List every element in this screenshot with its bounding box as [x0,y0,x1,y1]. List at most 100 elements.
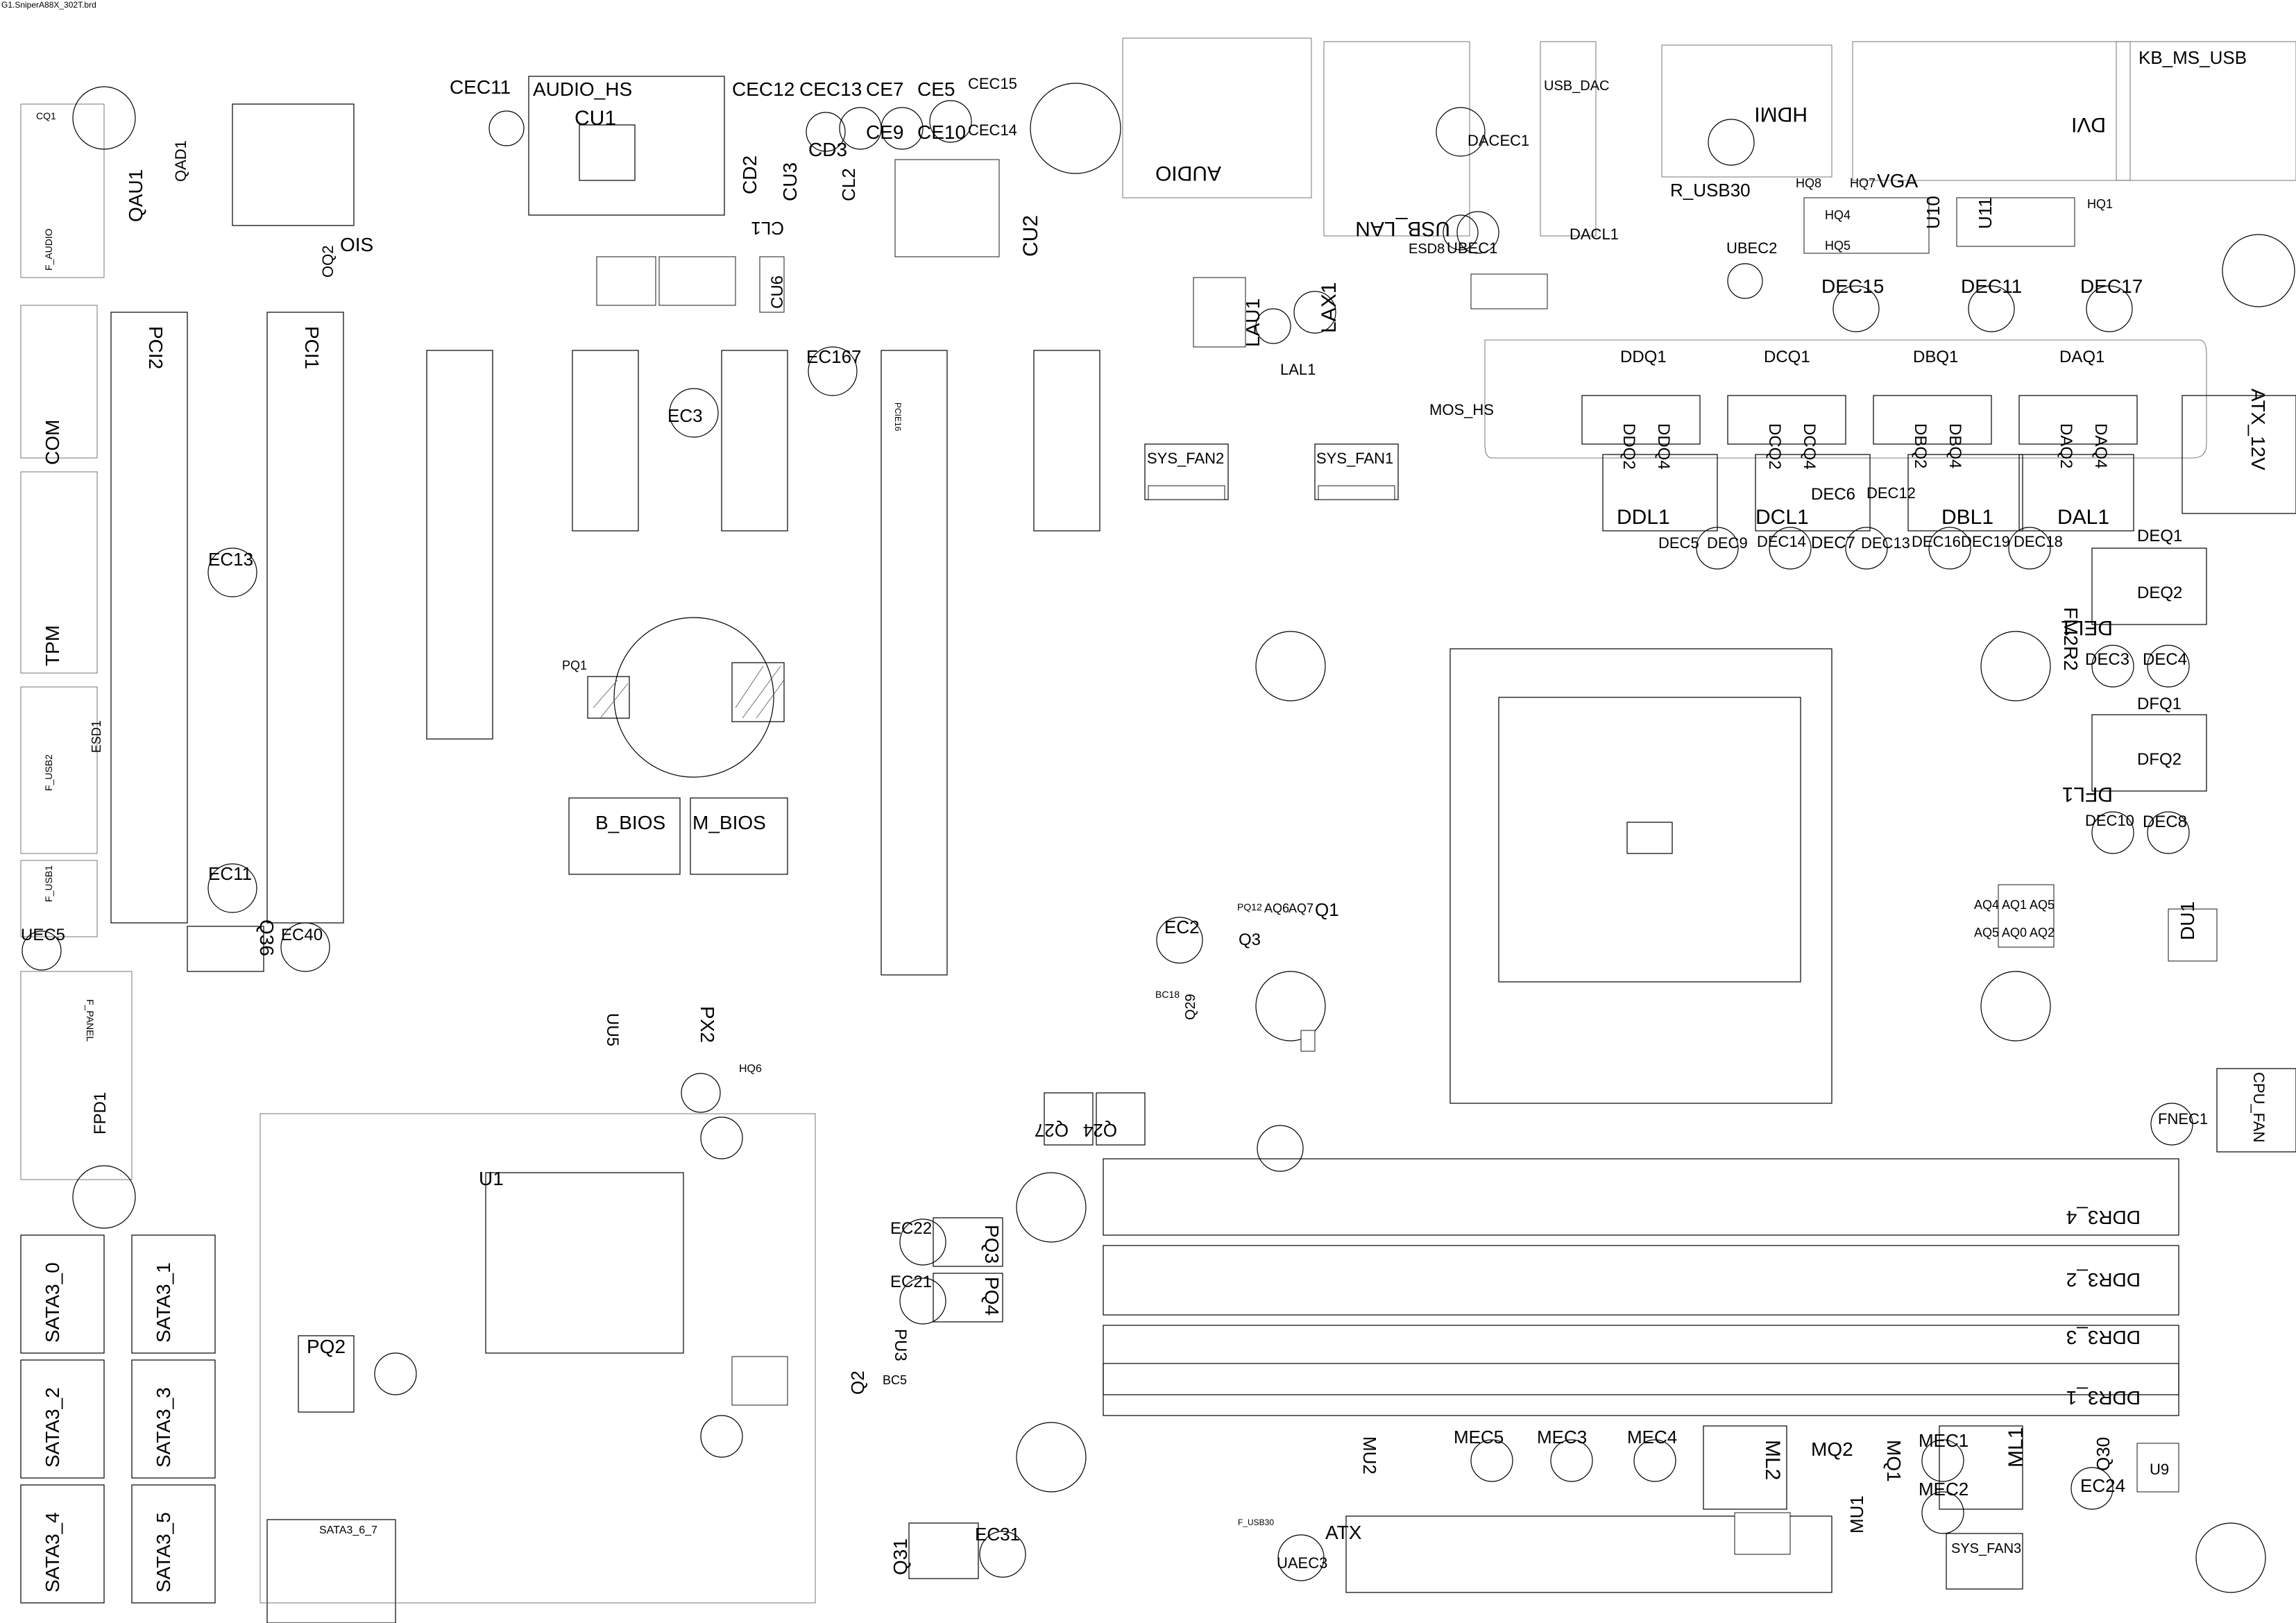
component-block [731,1356,788,1406]
label-m-bios: M_BIOS [692,812,766,833]
label-dacec1: DACEC1 [1468,132,1529,149]
mounting-hole [2222,234,2295,307]
label-pcie16: PCIE16 [893,402,903,432]
cap-circle [669,388,719,438]
label-dcq4: DCQ4 [1800,423,1819,470]
cap-circle [806,112,846,152]
capacitors [22,83,2295,1593]
pq2-outline [298,1335,355,1413]
label-mq1: MQ1 [1883,1440,1905,1482]
cpu-socket-inner [1498,697,1801,983]
component-block [1193,277,1246,348]
battery-clip-right [731,662,785,722]
label-aq1: AQ1 [2002,898,2027,912]
label-bc5: BC5 [883,1373,907,1387]
label-dec14: DEC14 [1757,533,1806,550]
label-q29: Q29 [1183,994,1198,1020]
label-pci1: PCI1 [301,326,323,369]
usb-dac-outline [1540,41,1597,237]
cap-circle [1633,1439,1676,1482]
pcie16-slot [881,350,948,976]
label-ec2: EC2 [1164,917,1200,937]
label-cu1: CU1 [575,107,616,130]
label-ec24: EC24 [2080,1475,2125,1496]
label-ddr3-2: DDR3_2 [2066,1269,2141,1291]
label-cpu-fan: CPU_FAN [2250,1072,2268,1142]
mounting-hole [1980,971,2051,1042]
dcq-mosfets [1727,395,1846,445]
cpu-socket-outline [1449,648,1832,1104]
pcie-slot-2 [572,350,639,532]
sys-fan3-header [1946,1533,2023,1590]
label-dal1: DAL1 [2057,506,2109,529]
label-qad1: QAD1 [172,140,189,182]
label-hq5: HQ5 [1825,239,1851,253]
px2-crystal [681,1073,721,1113]
cap-circle [2091,811,2134,854]
label-sata3-0: SATA3_0 [42,1262,63,1343]
atx-12v-connector [2182,395,2296,514]
label-hq7: HQ7 [1850,176,1876,190]
label-ce7: CE7 [866,78,903,100]
label-px2: PX2 [697,1006,718,1043]
pci1-slot [266,312,344,924]
label-ce9: CE9 [866,121,903,143]
label-q27: Q27 [1035,1120,1069,1141]
dvi-outline [1852,41,2131,181]
label-dbq4: DBQ4 [1946,423,1964,468]
cu1-chip [579,124,636,181]
cmos-battery [613,617,774,778]
label-dec15: DEC15 [1821,275,1884,297]
label-ec167: EC167 [806,346,862,367]
ddr3-3-slot [1103,1325,2179,1395]
label-lau1: LAU1 [1242,298,1264,347]
label-dec19: DEC19 [1961,533,2010,550]
label-daq1: DAQ1 [2059,348,2104,366]
label-hq4: HQ4 [1825,208,1851,222]
label-ec13: EC13 [208,549,253,570]
q31-outline [908,1522,979,1579]
label-q3: Q3 [1239,931,1261,949]
cap-circle [1845,527,1888,570]
label-fnec1: FNEC1 [2158,1110,2208,1128]
label-dbq2: DBQ2 [1911,423,1930,468]
pcie-slot-3 [721,350,788,532]
label-ubec1: UBEC1 [1447,239,1497,257]
label-atx: ATX [1325,1522,1362,1543]
label-sata3-3: SATA3_3 [153,1387,174,1468]
label-qau1: QAU1 [125,169,146,222]
pcie-slot-4 [1033,350,1100,532]
u1-chipset [485,1172,684,1354]
label-q2: Q2 [847,1370,868,1395]
label-q1: Q1 [1315,899,1339,920]
ml1-choke [1939,1425,2023,1510]
ddl1-choke [1602,454,1718,532]
battery-hatch [593,665,785,719]
label-atx-12v: ATX_12V [2247,389,2269,470]
label-mec4: MEC4 [1627,1427,1677,1447]
label-q36: Q36 [256,919,278,956]
label-ec22: EC22 [890,1219,932,1238]
label-aq2: AQ2 [2030,926,2055,940]
component-block [1470,273,1548,309]
label-cec13: CEC13 [799,78,862,100]
f-usb1-outline [20,860,98,937]
label-cec12: CEC12 [732,78,794,100]
cap-circle [1928,527,1971,570]
mounting-hole [374,1352,417,1395]
label-fm2r2: FM2R2 [2060,607,2082,671]
label-dec11: DEC11 [1961,275,2022,297]
label-ce5: CE5 [917,78,955,100]
cap-circle [2147,645,2190,688]
sata3-0-outline [20,1234,105,1354]
cap-circle [1443,214,1479,250]
mounting-hole [700,1415,743,1458]
cap-circle [929,100,972,143]
label-mec5: MEC5 [1454,1427,1504,1447]
label-cec15: CEC15 [968,75,1017,92]
label-pq2: PQ2 [307,1336,346,1357]
usb-lan-outline [1323,41,1470,237]
label-pq3: PQ3 [981,1225,1003,1264]
cap-circle [1257,1125,1304,1172]
label-ddr3-4: DDR3_4 [2066,1207,2141,1228]
